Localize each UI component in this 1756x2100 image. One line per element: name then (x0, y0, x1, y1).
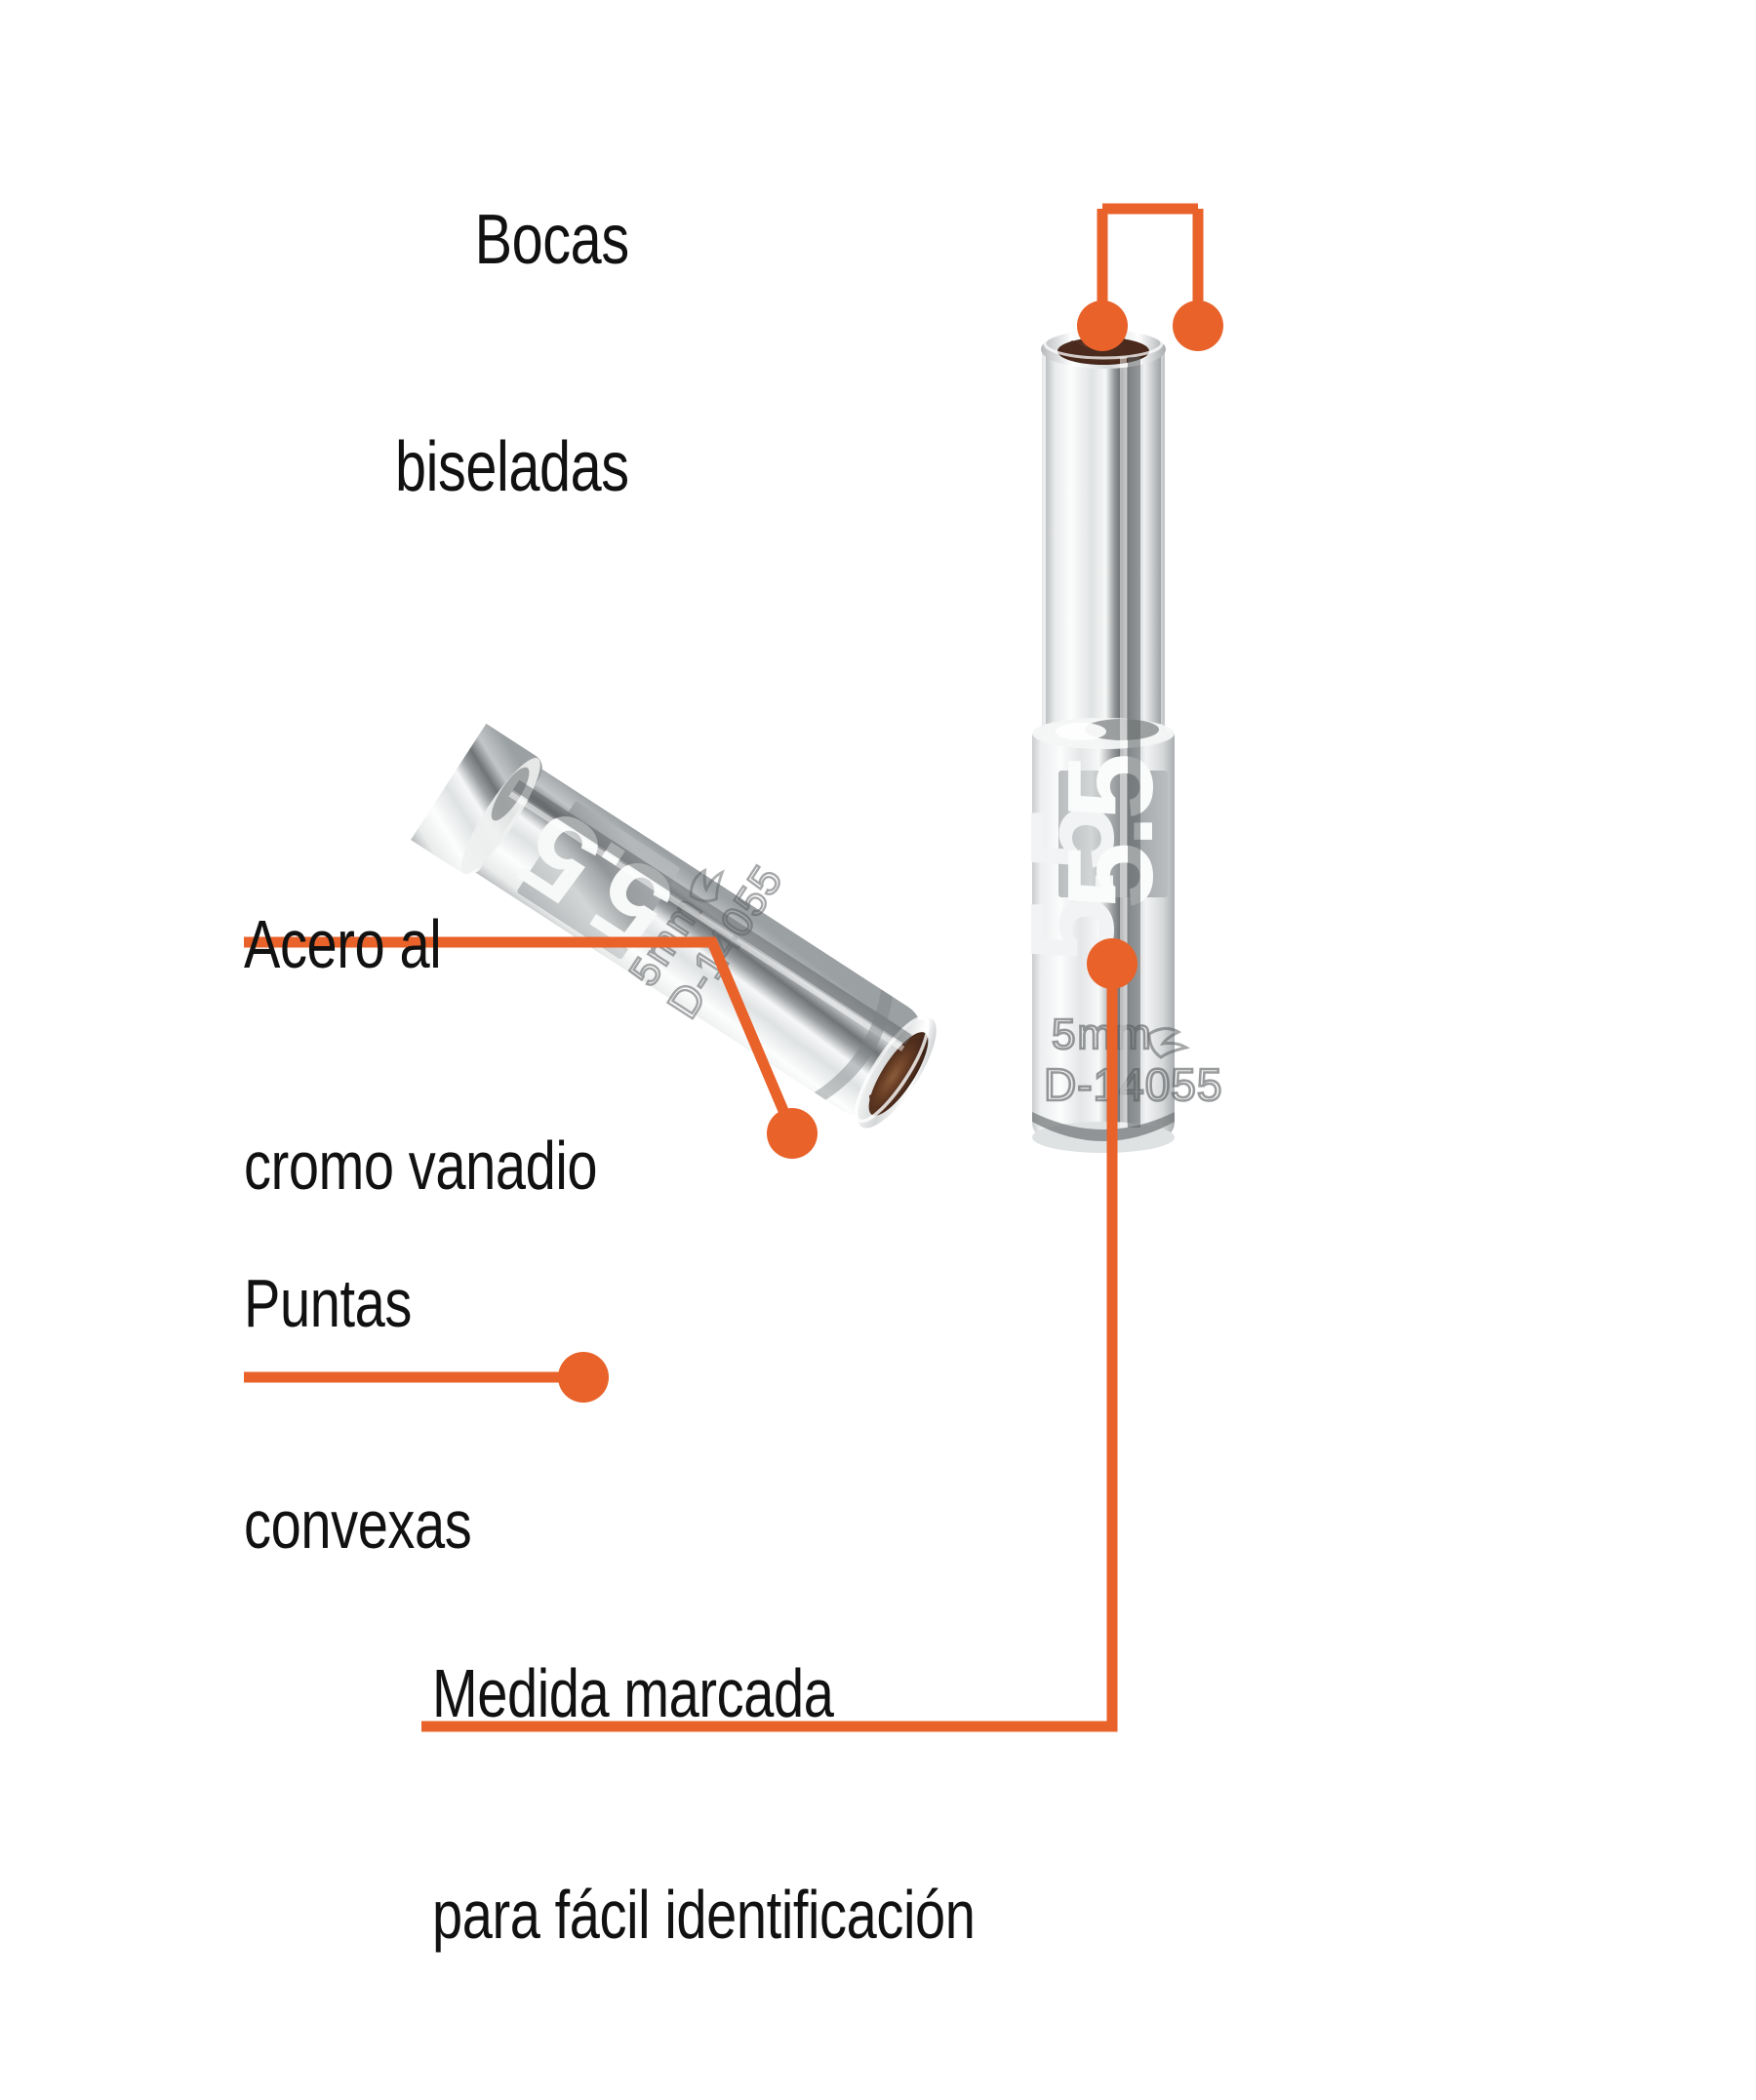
leader-line-bocas-bracket (1097, 203, 1204, 322)
callout-puntas-line1: Puntas (244, 1265, 412, 1342)
callout-medida-line1: Medida marcada (432, 1655, 834, 1732)
dot-acero (767, 1108, 818, 1159)
callout-puntas-line2: convexas (244, 1486, 472, 1563)
callout-acero-cromo-vanadio: Acero al cromo vanadio (244, 761, 598, 1351)
callout-bocas-biseladas: Bocas biseladas (395, 51, 629, 657)
svg-text:5.5: 5.5 (1044, 756, 1178, 909)
callout-acero-line1: Acero al (244, 906, 442, 983)
infographic-canvas: 5.5 5.5 5mm D-14055 (244, 51, 1223, 1952)
leader-dots (558, 300, 1223, 1403)
callout-acero-line2: cromo vanadio (244, 1127, 598, 1204)
dot-bocas-left (1077, 300, 1128, 351)
callout-bocas-line2: biseladas (395, 427, 629, 506)
svg-text:5mm: 5mm (1052, 1010, 1153, 1058)
svg-text:5mm: 5mm (620, 888, 712, 994)
callout-medida-marcada: Medida marcada para fácil identificación (432, 1510, 976, 2100)
svg-text:5.5: 5.5 (1006, 808, 1138, 963)
dot-medida (1087, 938, 1137, 989)
dot-puntas (558, 1352, 609, 1403)
svg-text:D-14055: D-14055 (658, 857, 792, 1027)
dot-bocas-right (1173, 300, 1223, 351)
svg-text:D-14055: D-14055 (1044, 1059, 1222, 1110)
callout-medida-line2: para fácil identificación (432, 1876, 976, 1953)
callout-bocas-line1: Bocas (474, 200, 629, 279)
callout-puntas-convexas: Puntas convexas (244, 1120, 472, 1710)
